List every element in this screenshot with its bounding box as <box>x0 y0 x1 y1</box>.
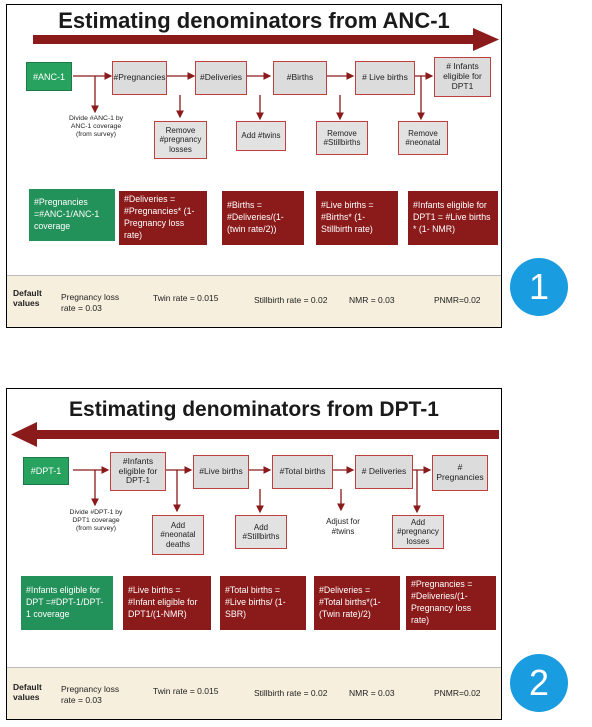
start-node: #DPT-1 <box>23 457 69 485</box>
sub-step-add-neonatal-deaths: Add #neonatal deaths <box>152 515 204 555</box>
step-badge-2: 2 <box>510 654 568 712</box>
start-node: #ANC-1 <box>26 62 72 91</box>
formula-live-births: #Live births = #Births* (1-Stillbirth ra… <box>316 191 398 245</box>
sub-step-divide: Divide #ANC-1 by ANC-1 coverage (from su… <box>68 115 124 139</box>
default-values-label: Default values <box>13 682 42 703</box>
direction-arrow-right <box>33 28 499 51</box>
sub-step-remove-losses: Remove #pregnancy losses <box>154 121 207 159</box>
sub-step-remove-neonatal: Remove #neonatal <box>398 121 448 155</box>
formula-births: #Births = #Deliveries/(1-(twin rate/2)) <box>222 191 304 245</box>
panel-title: Estimating denominators from DPT-1 <box>69 398 439 421</box>
panel-anc1: Estimating denominators from ANC-1 #ANC-… <box>6 4 502 328</box>
default-stillbirth-rate: Stillbirth rate = 0.02 <box>254 295 328 305</box>
flow-node-births: #Births <box>273 61 327 95</box>
default-values-bar: Default values Pregnancy loss rate = 0.0… <box>7 667 501 719</box>
step-badge-1: 1 <box>510 258 568 316</box>
formula-total-births: #Total births = #Live births/ (1-SBR) <box>220 576 306 630</box>
flow-node-infants-eligible: #Infants eligible for DPT-1 <box>110 452 166 491</box>
flow-node-total-births: #Total births <box>272 455 333 489</box>
flow-node-deliveries: #Deliveries <box>195 61 247 95</box>
sub-step-divide: Divide #DPT-1 by DPT1 coverage (from sur… <box>69 509 123 533</box>
flow-node-live-births: #Live births <box>193 455 249 489</box>
flow-node-deliveries: # Deliveries <box>355 455 413 489</box>
formula-pregnancies: #Pregnancies =#ANC-1/ANC-1 coverage <box>29 189 115 241</box>
flow-connectors <box>73 72 434 121</box>
flow-connectors <box>73 466 432 514</box>
formula-deliveries: #Deliveries = #Pregnancies* (1-Pregnancy… <box>119 191 207 245</box>
formula-infants-eligible: #Infants eligible for DPT =#DPT-1/DPT-1 … <box>21 576 113 630</box>
sub-step-add-stillbirths: Add #Stillbirths <box>235 515 287 549</box>
panel-title: Estimating denominators from ANC-1 <box>58 8 450 33</box>
default-twin-rate: Twin rate = 0.015 <box>153 293 219 303</box>
default-pnmr: PNMR=0.02 <box>434 688 481 698</box>
sub-step-adjust-twins: Adjust for #twins <box>326 517 360 536</box>
default-values-label: Default values <box>13 288 42 309</box>
flow-node-pregnancies: # Pregnancies <box>432 455 488 491</box>
flow-node-pregnancies: #Pregnancies <box>112 61 167 95</box>
sub-step-add-twins: Add #twins <box>236 121 286 151</box>
flow-node-infants-eligible: # Infants eligible for DPT1 <box>434 57 491 97</box>
formula-live-births: #Live births = #Infant eligible for DPT1… <box>123 576 211 630</box>
default-pnmr: PNMR=0.02 <box>434 295 481 305</box>
direction-arrow-left <box>11 422 499 447</box>
default-nmr: NMR = 0.03 <box>349 295 395 305</box>
flow-node-live-births: # Live births <box>355 61 415 95</box>
default-values-bar: Default values Pregnancy loss rate = 0.0… <box>7 275 501 327</box>
sub-step-remove-stillbirths: Remove #Stillbirths <box>316 121 368 155</box>
panel-dpt1: Estimating denominators from DPT-1 #DPT-… <box>6 388 502 720</box>
formula-infants-eligible: #Infants eligible for DPT1 = #Live birth… <box>408 191 498 245</box>
formula-pregnancies: #Pregnancies = #Deliveries/(1-Pregnancy … <box>406 576 496 630</box>
default-nmr: NMR = 0.03 <box>349 688 395 698</box>
sub-step-add-pregnancy-losses: Add #pregnancy losses <box>392 515 444 549</box>
default-twin-rate: Twin rate = 0.015 <box>153 686 219 696</box>
formula-deliveries: #Deliveries = #Total births*(1-(Twin rat… <box>314 576 400 630</box>
default-stillbirth-rate: Stillbirth rate = 0.02 <box>254 688 328 698</box>
default-pregnancy-loss: Pregnancy loss rate = 0.03 <box>61 684 120 705</box>
default-pregnancy-loss: Pregnancy loss rate = 0.03 <box>61 292 120 313</box>
